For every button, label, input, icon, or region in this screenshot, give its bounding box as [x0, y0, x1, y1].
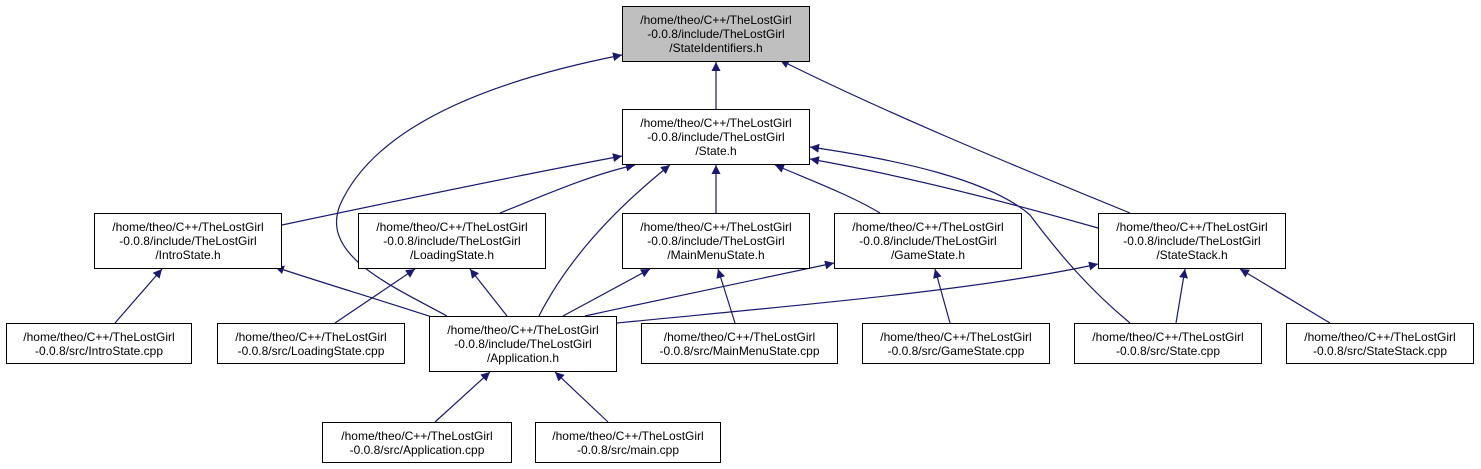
node-label-line: -0.0.8/include/TheLostGirl	[647, 27, 785, 41]
edge-introstate-cpp-to-introstate-h	[114, 268, 163, 324]
node-label-line: /home/theo/C++/TheLostGirl	[640, 13, 792, 27]
node-label-line: /home/theo/C++/TheLostGirl	[1116, 220, 1268, 234]
edge-main-cpp-to-application-h	[554, 371, 609, 423]
edge-gamestate-h-to-state-h	[774, 164, 881, 214]
node-label-line: -0.0.8/include/TheLostGirl	[383, 234, 521, 248]
node-label-line: -0.0.8/src/StateStack.cpp	[1312, 343, 1448, 358]
node-label-line: /StateStack.h	[1156, 248, 1228, 262]
node-label-line: /home/theo/C++/TheLostGirl	[23, 329, 175, 344]
node-label-line: /home/theo/C++/TheLostGirl	[376, 220, 528, 234]
node-gamestate-h[interactable]: /home/theo/C++/TheLostGirl -0.0.8/includ…	[834, 213, 1022, 269]
node-label-line: /StateIdentifiers.h	[669, 41, 763, 55]
node-label-line: -0.0.8/src/main.cpp	[576, 442, 680, 457]
node-label-line: /MainMenuState.h	[667, 248, 765, 262]
node-introstate-h[interactable]: /home/theo/C++/TheLostGirl -0.0.8/includ…	[94, 213, 282, 269]
node-label-line: /GameState.h	[890, 248, 966, 262]
edge-introstate-h-to-state-h	[281, 153, 623, 226]
edge-application-h-to-loadingstate-h	[469, 268, 508, 317]
node-label-line: /home/theo/C++/TheLostGirl	[112, 220, 264, 234]
node-label-line: /home/theo/C++/TheLostGirl	[552, 428, 704, 443]
node-mainmenustate-h[interactable]: /home/theo/C++/TheLostGirl -0.0.8/includ…	[622, 213, 810, 269]
node-label-line: -0.0.8/include/TheLostGirl	[454, 337, 592, 351]
edge-mainmenustate-cpp-to-mainmenustate-h	[716, 268, 736, 324]
node-label-line: -0.0.8/include/TheLostGirl	[1123, 234, 1261, 248]
node-loadingstate-h[interactable]: /home/theo/C++/TheLostGirl -0.0.8/includ…	[358, 213, 546, 269]
edge-statestack-h-to-state-h	[809, 156, 1099, 229]
node-label-line: /home/theo/C++/TheLostGirl	[852, 220, 1004, 234]
node-label-line: /home/theo/C++/TheLostGirl	[663, 329, 816, 344]
node-label-line: /LoadingState.h	[409, 248, 495, 262]
node-label-line: -0.0.8/include/TheLostGirl	[647, 130, 785, 144]
node-label-line: /State.h	[695, 144, 737, 158]
node-label-line: /home/theo/C++/TheLostGirl	[1304, 329, 1456, 344]
node-statestack-h[interactable]: /home/theo/C++/TheLostGirl -0.0.8/includ…	[1098, 213, 1286, 269]
node-application-cpp[interactable]: /home/theo/C++/TheLostGirl -0.0.8/src/Ap…	[322, 422, 512, 463]
edge-application-h-to-statestack-h	[616, 261, 1099, 324]
node-application-h[interactable]: /home/theo/C++/TheLostGirl -0.0.8/includ…	[429, 316, 617, 372]
edge-application-cpp-to-application-h	[434, 371, 491, 423]
edge-loadingstate-cpp-to-loadingstate-h	[334, 268, 416, 324]
node-label-line: -0.0.8/src/State.cpp	[1115, 343, 1221, 358]
edge-application-h-to-gamestate-h	[584, 260, 835, 317]
node-label-line: /home/theo/C++/TheLostGirl	[447, 323, 599, 337]
node-label-line: -0.0.8/src/LoadingState.cpp	[237, 343, 385, 358]
edge-statestack-cpp-to-statestack-h	[1239, 268, 1331, 324]
node-state-h[interactable]: /home/theo/C++/TheLostGirl -0.0.8/includ…	[622, 109, 810, 165]
node-label-line: /home/theo/C++/TheLostGirl	[341, 428, 493, 443]
edge-application-h-to-stateidentifiers	[336, 52, 623, 317]
node-loadingstate-cpp[interactable]: /home/theo/C++/TheLostGirl -0.0.8/src/Lo…	[217, 323, 405, 364]
node-label-line: -0.0.8/src/IntroState.cpp	[34, 343, 164, 358]
node-label-line: -0.0.8/include/TheLostGirl	[119, 234, 257, 248]
node-label-line: -0.0.8/src/Application.cpp	[349, 442, 485, 457]
edge-application-h-to-mainmenustate-h	[562, 268, 651, 317]
edge-state-cpp-to-statestack-h	[1175, 268, 1188, 324]
edge-state-cpp-to-state-h	[809, 143, 1131, 324]
node-label-line: -0.0.8/src/GameState.cpp	[887, 343, 1025, 358]
node-introstate-cpp[interactable]: /home/theo/C++/TheLostGirl -0.0.8/src/In…	[6, 323, 192, 364]
edge-loadingstate-h-to-state-h	[499, 162, 636, 214]
node-label-line: /home/theo/C++/TheLostGirl	[235, 329, 387, 344]
node-label-line: -0.0.8/src/MainMenuState.cpp	[659, 343, 820, 358]
edge-application-h-to-state-h	[538, 164, 671, 317]
node-label-line: /home/theo/C++/TheLostGirl	[640, 116, 792, 130]
node-main-cpp[interactable]: /home/theo/C++/TheLostGirl -0.0.8/src/ma…	[535, 422, 721, 463]
node-label-line: /home/theo/C++/TheLostGirl	[880, 329, 1032, 344]
node-statestack-cpp[interactable]: /home/theo/C++/TheLostGirl -0.0.8/src/St…	[1286, 323, 1474, 364]
node-stateidentifiers-h[interactable]: /home/theo/C++/TheLostGirl -0.0.8/includ…	[622, 6, 810, 62]
node-label-line: /Application.h	[486, 351, 560, 365]
edge-application-h-to-introstate-h	[274, 265, 436, 319]
node-label-line: /IntroState.h	[155, 248, 221, 262]
node-label-line: -0.0.8/include/TheLostGirl	[859, 234, 997, 248]
node-gamestate-cpp[interactable]: /home/theo/C++/TheLostGirl -0.0.8/src/Ga…	[862, 323, 1050, 364]
node-mainmenustate-cpp[interactable]: /home/theo/C++/TheLostGirl -0.0.8/src/Ma…	[641, 323, 838, 364]
edge-statestack-h-to-stateidentifiers	[779, 59, 1131, 214]
node-label-line: /home/theo/C++/TheLostGirl	[1092, 329, 1244, 344]
node-label-line: -0.0.8/include/TheLostGirl	[647, 234, 785, 248]
node-label-line: /home/theo/C++/TheLostGirl	[640, 220, 792, 234]
edge-gamestate-cpp-to-gamestate-h	[933, 268, 951, 324]
node-state-cpp[interactable]: /home/theo/C++/TheLostGirl -0.0.8/src/St…	[1074, 323, 1262, 364]
